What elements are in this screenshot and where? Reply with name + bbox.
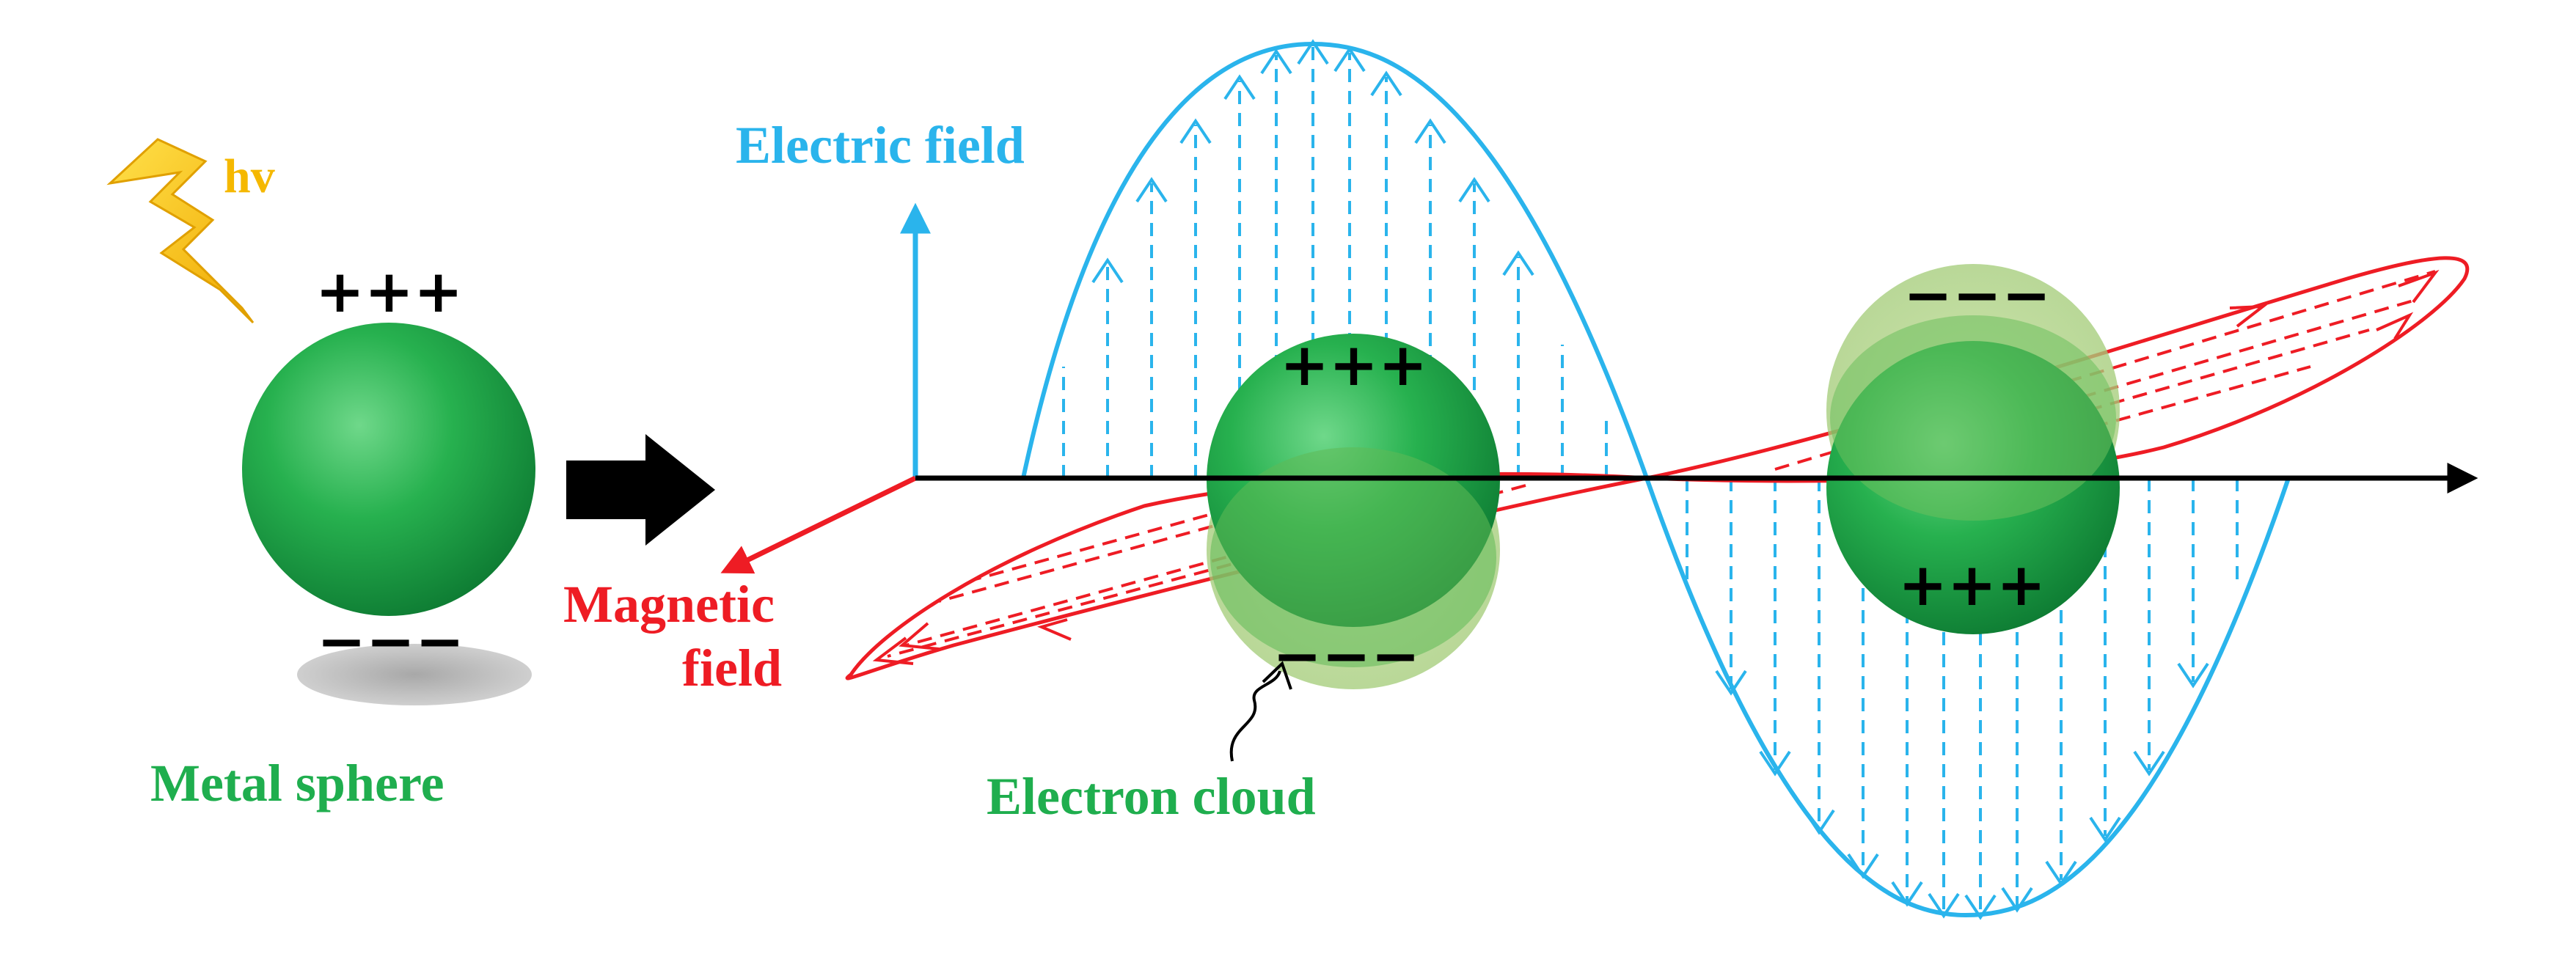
- sphere-2-negative-charges: −−−: [1903, 261, 2051, 329]
- magnetic-field-axis: [720, 475, 917, 574]
- lightning-icon: [106, 138, 255, 324]
- magnetic-field-label-line2: field: [682, 639, 782, 697]
- sphere-1-negative-charges: −−−: [1273, 622, 1420, 690]
- magnetic-field-label-line1: Magnetic: [563, 575, 775, 634]
- electron-cloud-pointer: [1229, 670, 1281, 762]
- magnetic-field-arrowheads: [872, 269, 2440, 665]
- electric-field-label: Electric field: [736, 116, 1025, 175]
- arrow-right-icon: [566, 434, 715, 546]
- magnetic-field-wave: [845, 256, 2470, 680]
- sphere-negative-charges: −−−: [317, 607, 464, 675]
- sphere-1-positive-charges: +++: [1280, 331, 1427, 399]
- sphere-positive-charges: +++: [315, 257, 463, 326]
- sphere-shadow: [297, 644, 532, 705]
- photon-label: hv: [224, 150, 275, 203]
- metal-sphere-label: Metal sphere: [150, 754, 444, 812]
- oscillating-sphere-2: [1826, 264, 2120, 634]
- electric-field-arrowheads-up: [1091, 39, 1534, 284]
- electron-cloud-pointer-head: [1262, 661, 1292, 690]
- metal-sphere: [242, 323, 535, 616]
- magnetic-field-vectors: [887, 270, 2436, 658]
- electric-field-arrowheads-down: [1715, 662, 2209, 920]
- electron-cloud-label: Electron cloud: [987, 767, 1316, 826]
- sphere-2-positive-charges: +++: [1898, 551, 2046, 619]
